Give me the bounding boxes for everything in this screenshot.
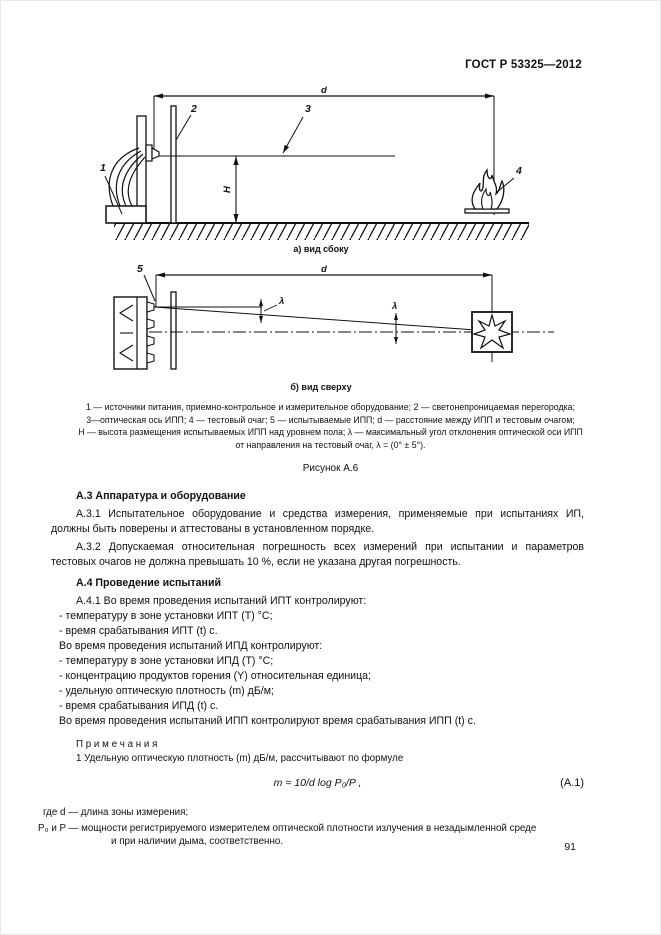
label-2: 2 <box>190 103 197 115</box>
angle-lambda-2: λ <box>391 301 398 344</box>
document-number: ГОСТ Р 53325—2012 <box>465 59 582 71</box>
heading-a4: А.4 Проведение испытаний <box>76 577 221 590</box>
cables <box>108 147 146 207</box>
legend-line: H — высота размещения испытываемых ИПП н… <box>78 427 583 438</box>
heading-a3: А.3 Аппаратура и оборудование <box>76 490 246 503</box>
note-1: 1 Удельную оптическую плотность (m) дБ/м… <box>76 753 404 765</box>
callout-3: 3 <box>282 103 311 154</box>
where-block: где d — длина зоны измерения; P₀ и P — м… <box>38 806 584 849</box>
where-d: где d — длина зоны измерения; <box>43 807 189 819</box>
callout-1: 1 <box>100 162 123 215</box>
callout-4: 4 <box>496 165 522 193</box>
label-lambda-1: λ <box>278 296 284 307</box>
page-number: 91 <box>564 841 576 853</box>
caption-top-view: б) вид сверху <box>290 382 352 392</box>
ground <box>114 222 529 240</box>
list-item: - время срабатывания ИПТ (t) с. <box>59 625 218 638</box>
top-view-diagram: 5 d <box>113 263 554 370</box>
label-H: H <box>222 185 233 193</box>
label-4: 4 <box>515 165 522 177</box>
caption-side-view: а) вид сбоку <box>293 244 349 254</box>
list-item: - температуру в зоне установки ИПТ (T) °… <box>59 610 273 623</box>
legend-line: 3—оптическая ось ИПП; 4 — тестовый очаг;… <box>86 414 575 425</box>
notes-title: П р и м е ч а н и я <box>76 739 158 751</box>
partition-top <box>170 291 177 370</box>
label-3: 3 <box>305 103 311 115</box>
formula-a1: m = 10/d log P₀/P , <box>273 777 362 790</box>
callout-5: 5 <box>137 263 156 302</box>
label-1: 1 <box>100 162 106 174</box>
list-item: - удельную оптическую плотность (m) дБ/м… <box>59 685 274 698</box>
where-p: P₀ и P — мощности регистрируемого измери… <box>38 822 537 834</box>
paragraph-a3-1: А.3.1 Испытательное оборудование и средс… <box>51 508 584 536</box>
body-text: А.3 Аппаратура и оборудование А.3.1 Испы… <box>1 489 660 849</box>
label-d-top: d <box>321 264 327 275</box>
formula-row: m = 10/d log P₀/P , (А.1) <box>51 776 584 794</box>
dimension-H: H <box>222 156 239 223</box>
label-d: d <box>321 85 327 96</box>
callout-2: 2 <box>175 103 197 141</box>
where-p-cont: и при наличии дыма, соответственно. <box>111 836 284 848</box>
test-fire-top <box>471 311 513 353</box>
ipp-line: Во время проведения испытаний ИПП контро… <box>59 715 476 728</box>
paragraph-a3-2: А.3.2 Допускаемая относительная погрешно… <box>51 541 584 569</box>
angle-lambda-1: λ <box>259 296 284 323</box>
dimension-d-top: d <box>155 264 493 362</box>
notes-block: П р и м е ч а н и я 1 Удельную оптическу… <box>51 738 584 765</box>
deviated-optical-axis <box>153 306 491 332</box>
side-view-diagram: d 1 2 <box>100 85 529 240</box>
legend-line: от направления на тестовый очаг, λ = (0°… <box>235 439 426 450</box>
figure-caption: Рисунок А.6 <box>302 463 359 475</box>
paragraph-a4-1: А.4.1 Во время проведения испытаний ИПТ … <box>76 595 367 608</box>
test-fire <box>464 168 510 214</box>
formula-number: (А.1) <box>560 777 584 790</box>
label-lambda-2: λ <box>391 301 397 312</box>
dimension-d-side: d <box>153 85 495 215</box>
label-5: 5 <box>137 263 143 275</box>
detector-rack <box>113 296 155 370</box>
list-item: - время срабатывания ИПД (t) с. <box>59 700 219 713</box>
list-item: - концентрацию продуктов горения (Y) отн… <box>59 670 371 683</box>
power-box <box>105 205 147 224</box>
figure-legend: 1 — источники питания, приемно-контрольн… <box>37 401 624 451</box>
list-item: - температуру в зоне установки ИПД (T) °… <box>59 655 274 668</box>
partition <box>170 105 177 224</box>
ipd-intro: Во время проведения испытаний ИПД контро… <box>59 640 323 653</box>
legend-line: 1 — источники питания, приемно-контрольн… <box>86 402 575 412</box>
